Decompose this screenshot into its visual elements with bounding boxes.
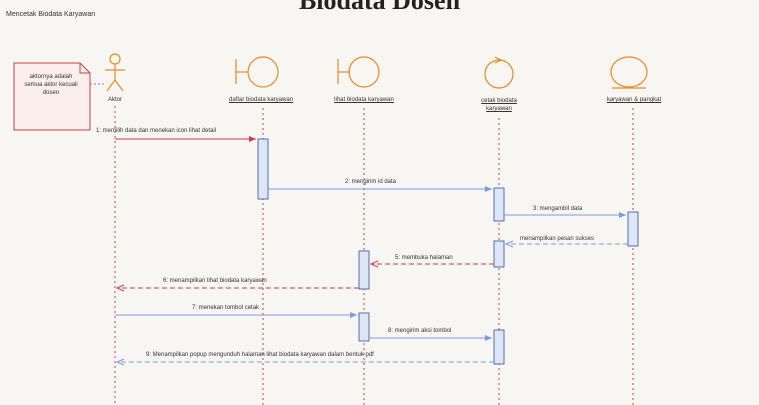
arrowhead-4 — [504, 240, 514, 248]
lifelines — [114, 106, 634, 405]
activation-lihat-1 — [358, 250, 370, 290]
arrowhead-3 — [619, 212, 626, 218]
activation-cetak-2 — [493, 240, 505, 268]
actor-icon — [105, 53, 125, 92]
arrowhead-1 — [249, 136, 256, 142]
boundary-icon-lihat — [337, 56, 380, 88]
activation-cetak-1 — [493, 187, 505, 222]
activation-entity — [627, 211, 639, 247]
message-label-3: 3: mengambil data — [533, 206, 583, 212]
message-label-2: 2: mengirim id data — [345, 179, 397, 185]
message-label-1: 1: memilih data dan menekan icon lihat d… — [96, 128, 217, 134]
arrowhead-5 — [369, 260, 379, 268]
lifeline-label-daftar: daftar biodata karyawan — [228, 97, 294, 103]
message-label-4: menampilkan pesan sukses — [520, 236, 595, 242]
page-title: Biodata Dosen — [298, 0, 461, 15]
entity-icon — [610, 56, 648, 89]
message-label-6: 6: menampilkan lihat biodata karyawan — [163, 278, 267, 284]
note — [13, 62, 91, 131]
boundary-icon-daftar — [235, 56, 279, 88]
activation-cetak-3 — [493, 329, 505, 365]
arrowhead-2 — [485, 186, 492, 192]
message-label-8: 8: mengirim aksi tombol — [388, 328, 452, 334]
frame-label: Mencetak Biodata Karyawan — [6, 11, 96, 18]
activation-lihat-2 — [358, 312, 370, 342]
lifeline-label-aktor: Aktor — [107, 97, 123, 103]
activation-daftar — [257, 138, 269, 200]
lifeline-label-entity: karyawan & pangkat — [606, 97, 662, 103]
message-label-7: 7: menekan tombol cetak — [192, 305, 260, 311]
message-label-5: 5: membuka halaman — [395, 255, 453, 261]
arrowhead-7 — [350, 312, 357, 318]
arrowhead-9 — [115, 358, 125, 366]
arrowhead-6 — [115, 284, 125, 292]
control-icon-cetak — [484, 56, 514, 89]
note-text: aktornya adalah semua aktor kecuali dose… — [24, 74, 78, 96]
lifeline-label-cetak: cetak biodata karyawan — [481, 98, 517, 112]
lifeline-label-lihat: lihat biodata karyawan — [334, 97, 394, 103]
arrowhead-8 — [485, 335, 492, 341]
message-label-9: 9: Menampilkan popup mengunduh halaman l… — [146, 352, 374, 358]
activations — [257, 138, 639, 365]
